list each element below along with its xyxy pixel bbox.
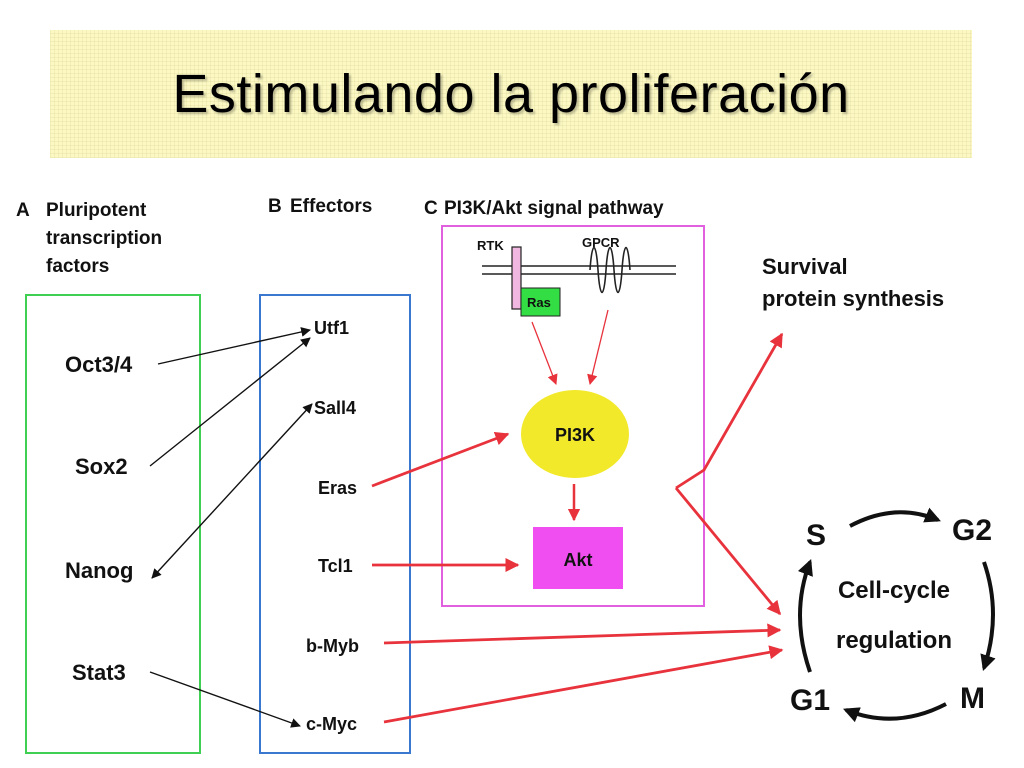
cell-cycle-label-line1: Cell-cycle <box>838 577 950 604</box>
box-effectors <box>259 294 411 754</box>
section-a-heading-line1: Pluripotent <box>46 200 147 221</box>
effector-eras: Eras <box>318 478 357 498</box>
outcome-survival: Survival <box>762 254 848 279</box>
factor-sox2: Sox2 <box>75 454 128 479</box>
section-a-heading-line3: factors <box>46 256 109 277</box>
arrow-stat3-to-c-myc <box>149 671 301 728</box>
arrow-eras-to-pi3k <box>371 431 510 488</box>
factor-nanog: Nanog <box>65 558 133 583</box>
effector-b-myb: b-Myb <box>306 636 359 656</box>
rtk-label: RTK <box>477 238 504 253</box>
section-b-heading: Effectors <box>290 196 372 217</box>
section-c-heading: PI3K/Akt signal pathway <box>444 198 664 219</box>
cycle-arrow-s-to-g2 <box>849 507 941 528</box>
pi3k-node <box>521 390 629 478</box>
arrow-c-myc-to-cell-cycle <box>383 645 784 724</box>
arrow-b-myb-to-cell-cycle <box>383 623 782 645</box>
akt-node <box>533 527 623 589</box>
section-b-letter: B <box>268 196 282 217</box>
section-a-heading-line2: transcription <box>46 228 162 249</box>
arrow-sall4-nanog <box>151 403 313 579</box>
arrow-ras-to-pi3k <box>531 321 558 385</box>
title-banner: Estimulando la proliferación <box>50 30 972 158</box>
section-a-letter: A <box>16 200 30 221</box>
ras-label: Ras <box>527 295 551 310</box>
gpcr-label: GPCR <box>582 235 620 250</box>
effector-sall4: Sall4 <box>314 398 356 418</box>
rtk-receptor <box>511 246 522 310</box>
box-pi3k-pathway <box>441 225 705 607</box>
ras-box <box>520 287 561 317</box>
akt-label: Akt <box>563 550 592 570</box>
section-c-letter: C <box>424 198 438 219</box>
pi3k-label: PI3K <box>555 425 595 445</box>
cell-cycle-label-line2: regulation <box>836 627 952 654</box>
arrow-akt-to-survival <box>675 332 784 490</box>
arrow-akt-to-cell-cycle <box>674 487 782 616</box>
cycle-arrow-g2-to-m <box>980 561 996 672</box>
cycle-arrow-m-to-g1 <box>843 702 947 723</box>
arrow-oct34-to-utf1 <box>157 327 311 365</box>
outcome-protein-synthesis: protein synthesis <box>762 286 944 311</box>
gpcr-receptor <box>589 246 631 294</box>
phase-g2: G2 <box>952 514 992 547</box>
effector-c-myc: c-Myc <box>306 714 357 734</box>
factor-stat3: Stat3 <box>72 660 126 685</box>
page-title: Estimulando la proliferación <box>172 64 850 124</box>
phase-m: M <box>960 682 985 715</box>
phase-s: S <box>806 519 826 552</box>
factor-oct34: Oct3/4 <box>65 352 133 377</box>
effector-utf1: Utf1 <box>314 318 349 338</box>
phase-g1: G1 <box>790 684 830 717</box>
arrow-gpcr-to-pi3k <box>587 309 609 386</box>
arrow-sox2-to-utf1 <box>149 337 311 467</box>
effector-tcl1: Tcl1 <box>318 556 353 576</box>
cycle-arrow-g1-to-s <box>797 559 813 673</box>
